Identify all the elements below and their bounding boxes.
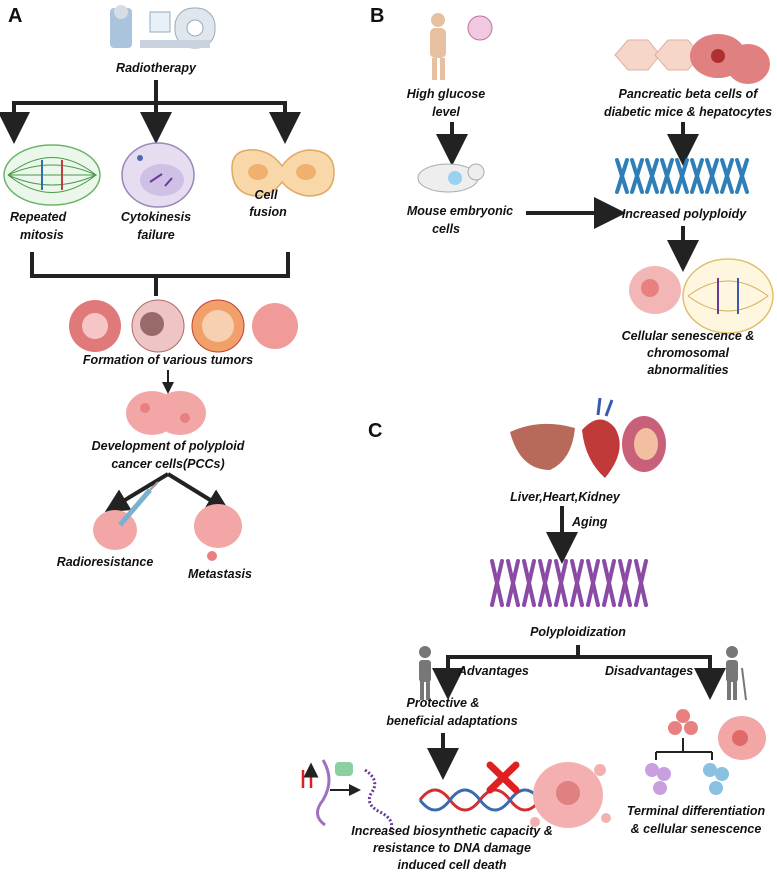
biosynthetic-label-3: induced cell death — [397, 858, 506, 872]
senescence-cells-icon — [629, 258, 774, 334]
chromosome — [735, 158, 749, 194]
panel-b-label: B — [370, 5, 384, 27]
pancreatic-label-1: Pancreatic beta cells of — [619, 87, 760, 101]
organs-icon — [510, 397, 666, 478]
dna-icon — [418, 788, 542, 812]
chromosome — [630, 158, 644, 194]
development-pccs-label-2: cancer cells(PCCs) — [111, 457, 224, 471]
mouse-embryonic-label-2: cells — [432, 222, 460, 236]
radioresistance-icon — [93, 481, 159, 550]
repeated-mitosis-label-2: mitosis — [20, 228, 64, 242]
mouse-icon — [417, 163, 485, 193]
protective-label-2: beneficial adaptations — [386, 714, 517, 728]
chromosome — [660, 158, 674, 194]
formation-tumors-label: Formation of various tumors — [83, 353, 253, 367]
chromosome — [602, 559, 616, 607]
radioresistance-label: Radioresistance — [57, 555, 154, 569]
senescence-label-3: abnormalities — [647, 363, 728, 377]
radiotherapy-label: Radiotherapy — [116, 61, 197, 75]
pcc-to-radioresistance-arrow — [104, 472, 170, 513]
mouse-embryonic-label-1: Mouse embryonic — [407, 204, 513, 218]
advantages-label: Advantages — [457, 664, 529, 678]
pcc-cluster-icon — [126, 391, 206, 435]
senescence-label-1: Cellular senescence & — [622, 329, 755, 343]
biosynthetic-label-2: resistance to DNA damage — [373, 841, 531, 855]
blue-chromosomes-icon — [615, 158, 749, 194]
red-cross-icon — [486, 761, 520, 794]
chromosome — [705, 158, 719, 194]
person-icon-left — [419, 646, 431, 700]
chromosome — [554, 559, 568, 607]
biosynthetic-label-1: Increased biosynthetic capacity & — [351, 824, 552, 838]
chromosome — [675, 158, 689, 194]
human-glucose-icon — [430, 13, 493, 80]
chromosome — [618, 559, 632, 607]
chromosome — [570, 559, 584, 607]
terminal-label-1: Terminal differentiation — [627, 804, 766, 818]
metastasis-icon — [194, 504, 242, 561]
branch-arrows-c — [432, 645, 726, 700]
pancreatic-cells-icon — [614, 34, 770, 84]
disadvantages-label: Disadvantages — [605, 664, 693, 678]
polyploidization-label: Polyploidization — [530, 625, 626, 639]
high-glucose-label-1: High glucose — [407, 87, 486, 101]
pcc-to-metastasis-arrow — [166, 472, 231, 513]
radiotherapy-branch-arrows — [0, 80, 301, 144]
chromosome — [615, 158, 629, 194]
chromosome — [490, 559, 504, 607]
panel-c-label: C — [368, 420, 382, 442]
differentiation-cells-icon — [645, 709, 766, 795]
cytokinesis-failure-label-2: failure — [137, 228, 175, 242]
chromosome — [645, 158, 659, 194]
cell-fusion-label-1: Cell — [255, 188, 278, 202]
chromosome — [522, 559, 536, 607]
organs-label: Liver,Heart,Kidney — [510, 490, 621, 504]
chromosome — [720, 158, 734, 194]
radiotherapy-icon — [110, 5, 216, 49]
chromosome — [690, 158, 704, 194]
aging-label: Aging — [571, 515, 608, 529]
biosynthesis-icon — [303, 759, 394, 833]
mitosis-cell-icon — [3, 144, 101, 206]
senescence-label-2: chromosomal — [647, 346, 729, 360]
cytokinesis-failure-label-1: Cytokinesis — [121, 210, 191, 224]
terminal-label-2: & cellular senescence — [631, 822, 762, 836]
merge-bracket — [30, 252, 290, 296]
chromosome — [538, 559, 552, 607]
protective-label-1: Protective & — [407, 696, 480, 710]
panel-a-label: A — [8, 5, 22, 27]
high-glucose-label-2: level — [432, 105, 460, 119]
increased-polyploidy-label: Increased polyploidy — [622, 207, 747, 221]
metastasis-label: Metastasis — [188, 567, 252, 581]
apoptotic-cell-icon — [530, 762, 611, 828]
cell-fusion-icon — [231, 149, 335, 197]
cell-fusion-label-2: fusion — [249, 205, 287, 219]
person-icon-right — [726, 646, 747, 701]
purple-chromosomes-icon — [490, 559, 648, 607]
chromosome — [634, 559, 648, 607]
development-pccs-label-1: Development of polyploid — [92, 439, 245, 453]
chromosome — [586, 559, 600, 607]
chromosome — [506, 559, 520, 607]
tumor-cells-icon — [69, 299, 298, 353]
pancreatic-label-2: diabetic mice & hepatocytes — [604, 105, 772, 119]
repeated-mitosis-label-1: Repeated — [10, 210, 67, 224]
cytokinesis-cell-icon — [121, 142, 195, 208]
